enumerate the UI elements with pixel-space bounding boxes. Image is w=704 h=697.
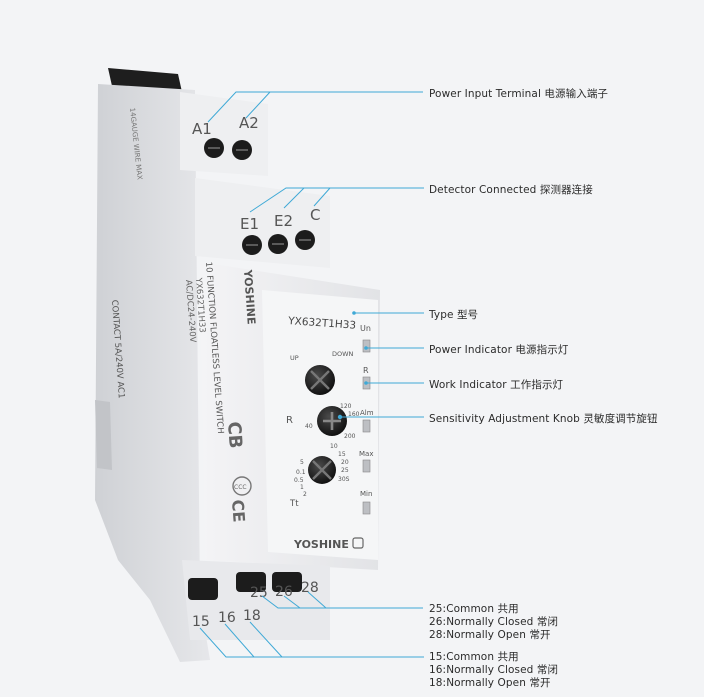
middle-block: [195, 178, 330, 268]
callout-25: 25:Common 共用: [429, 603, 519, 615]
indicator-min-label: Min: [360, 490, 372, 498]
side-model: YX632T1H33: [193, 277, 207, 334]
led-un: [362, 339, 371, 353]
t-scale-0-1: 0.1: [296, 469, 306, 476]
device-side: [95, 84, 210, 662]
cert-ce: CE: [228, 499, 249, 523]
device-side-rail: [95, 400, 112, 470]
r-scale-200: 200: [344, 433, 356, 440]
terminal-28: 28: [301, 580, 319, 596]
callout-detector: Detector Connected 探测器连接: [429, 184, 593, 196]
side-voltage: AC/DC24-240V: [183, 280, 197, 344]
terminal-a2: A2: [239, 114, 259, 132]
front-brand: YOSHINE: [293, 538, 349, 551]
terminal-e1: E1: [240, 215, 259, 233]
terminal-18: 18: [243, 608, 261, 624]
terminal-16: 16: [218, 610, 236, 626]
indicator-max-label: Max: [359, 450, 373, 458]
screws-top: [204, 138, 252, 160]
terminal-c: C: [310, 206, 320, 224]
t-scale-1: 1: [300, 484, 304, 491]
leader-lines: [199, 91, 424, 658]
cert-ccc-badge: [232, 476, 252, 496]
callout-15: 15:Common 共用: [429, 651, 519, 663]
callout-type: Type 型号: [429, 309, 479, 321]
knob-r-label: R: [286, 415, 293, 426]
callout-power-indicator: Power Indicator 电源指示灯: [429, 344, 569, 356]
callout-26: 26:Normally Closed 常闭: [429, 616, 559, 628]
t-scale-15: 15: [338, 451, 346, 458]
callout-sensitivity: Sensitivity Adjustment Knob 灵敏度调节旋钮: [429, 413, 658, 425]
callout-power-input: Power Input Terminal 电源输入端子: [429, 88, 609, 100]
callout-contacts-2: 25:Common 共用 26:Normally Closed 常闭 28:No…: [429, 603, 558, 642]
t-scale-2: 2: [303, 491, 307, 498]
r-scale-40: 40: [305, 423, 313, 430]
led-min: [362, 501, 371, 515]
leader-endpoints: [337, 311, 368, 420]
callout-16: 16:Normally Closed 常闭: [429, 664, 559, 676]
t-scale-5: 5: [300, 459, 304, 466]
callout-work-indicator: Work Indicator 工作指示灯: [429, 379, 564, 391]
indicator-alm-label: Alm: [360, 409, 374, 417]
r-scale-160: 160: [348, 411, 360, 418]
led-max: [362, 459, 371, 473]
t-scale-20: 20: [341, 459, 349, 466]
t-scale-25: 25: [341, 467, 349, 474]
knob-t-label: Tt: [289, 499, 299, 509]
terminal-15: 15: [192, 614, 210, 630]
knob-down-label: DOWN: [332, 350, 354, 358]
cert-ccc: CCC: [234, 484, 247, 491]
t-scale-30s: 30S: [338, 476, 350, 483]
front-model: YX632T1H33: [287, 315, 357, 332]
callout-contacts-1: 15:Common 共用 16:Normally Closed 常闭 18:No…: [429, 651, 558, 690]
screws-middle: [242, 230, 315, 255]
side-brand: YOSHINE: [241, 268, 258, 325]
terminal-26: 26: [275, 584, 293, 600]
t-scale-10: 10: [330, 443, 338, 450]
indicator-r-label: R: [363, 366, 369, 375]
cert-cb: CB: [223, 421, 246, 449]
terminal-e2: E2: [274, 212, 293, 230]
indicator-un-label: Un: [360, 324, 371, 333]
t-scale-0-5: 0.5: [294, 477, 304, 484]
callout-28: 28:Normally Open 常开: [429, 629, 551, 641]
terminal-a1: A1: [192, 120, 212, 138]
knob-up-label: UP: [290, 354, 299, 362]
callout-18: 18:Normally Open 常开: [429, 677, 551, 689]
brand-logo-icon: [352, 537, 364, 549]
screws-bottom: [188, 572, 302, 600]
r-scale-120: 120: [340, 403, 352, 410]
led-alm: [362, 419, 371, 433]
